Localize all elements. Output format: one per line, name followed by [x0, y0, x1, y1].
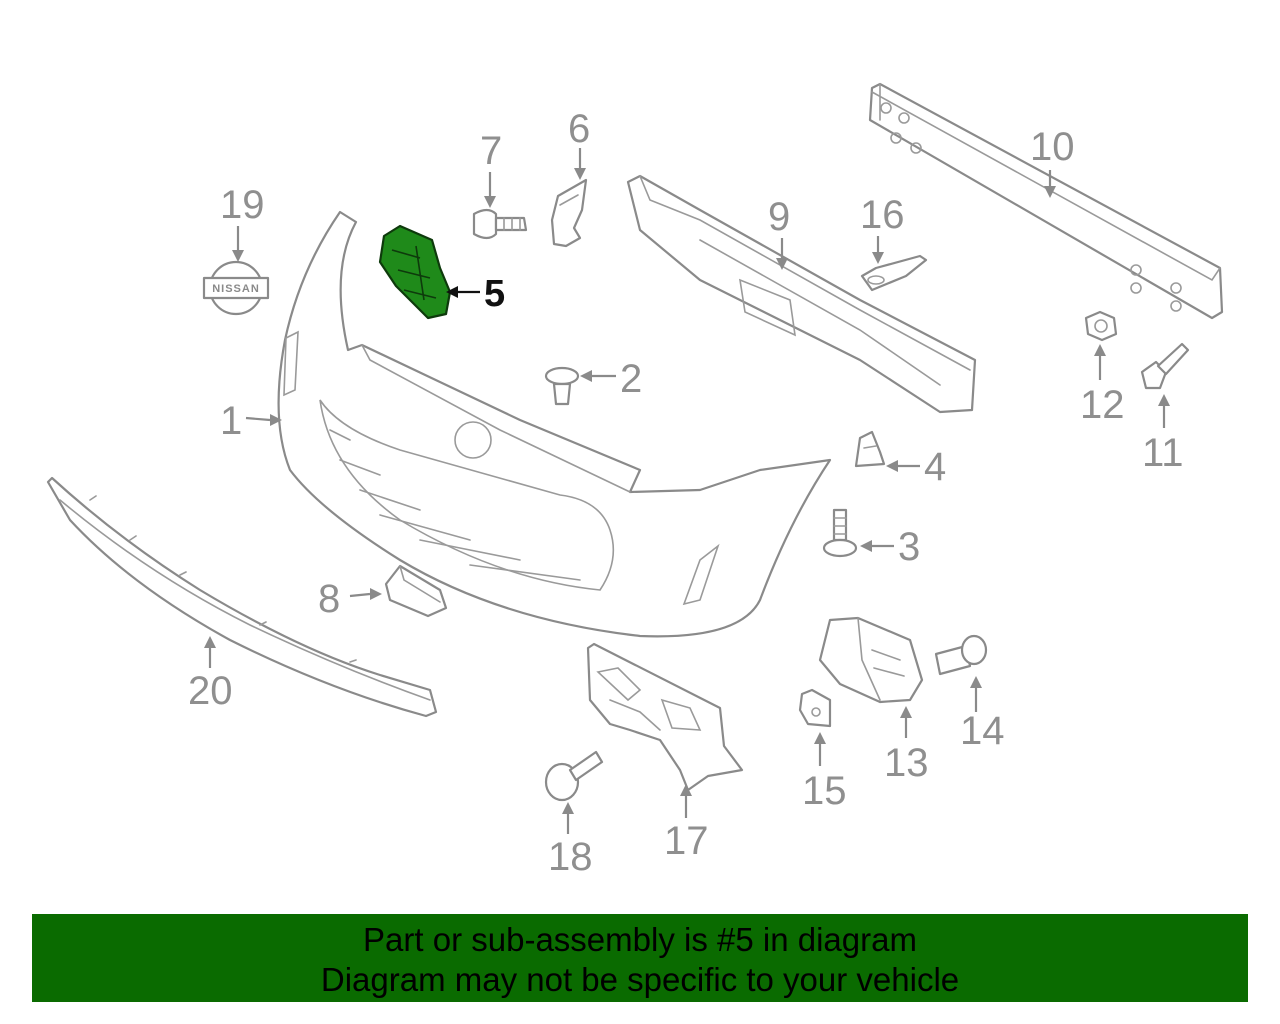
callout-5: 5: [484, 273, 505, 315]
part-20-lower-spoiler: [46, 476, 438, 718]
part-3-bolt: [822, 508, 858, 558]
callout-4: 4: [924, 445, 946, 489]
callout-14: 14: [960, 709, 1005, 753]
part-11-bolt: [1140, 342, 1190, 390]
callout-1: 1: [220, 399, 242, 443]
banner-line-part-number: Part or sub-assembly is #5 in diagram: [363, 921, 917, 958]
part-13-bracket: [818, 616, 924, 704]
part-7-bolt: [472, 208, 528, 240]
callout-19: 19: [220, 183, 265, 227]
part-14-bolt: [934, 634, 988, 676]
callout-9: 9: [768, 195, 790, 239]
callout-12: 12: [1080, 383, 1125, 427]
part-2-push-clip: [544, 366, 580, 406]
callout-7: 7: [480, 129, 502, 173]
callout-20: 20: [188, 669, 233, 713]
callout-13: 13: [884, 741, 929, 785]
part-16-clip: [860, 254, 928, 292]
info-banner: Part or sub-assembly is #5 in diagram Di…: [32, 914, 1248, 1002]
part-1-bumper-cover: [277, 210, 832, 638]
part-15-clip: [798, 688, 832, 728]
part-17-splash-shield: [586, 642, 744, 792]
callout-8: 8: [318, 577, 340, 621]
callout-10: 10: [1030, 125, 1075, 169]
callout-3: 3: [898, 525, 920, 569]
emblem-lettering: NISSAN: [212, 283, 260, 295]
part-4-nut-clip: [854, 430, 886, 468]
callout-6: 6: [568, 107, 590, 151]
leader-lines: [204, 148, 1170, 834]
part-6-bracket: [550, 178, 588, 248]
callout-16: 16: [860, 193, 905, 237]
part-10-reinforcement: [868, 82, 1224, 320]
callout-15: 15: [802, 769, 847, 813]
callout-18: 18: [548, 835, 593, 879]
part-9-absorber: [626, 174, 977, 414]
callout-11: 11: [1142, 431, 1184, 475]
callout-2: 2: [620, 357, 642, 401]
callout-labels: 19 7 6 9 10 16 5 2 12 11 1 4 3 8 20 14 1…: [188, 107, 1184, 879]
callout-17: 17: [664, 819, 709, 863]
banner-line-disclaimer: Diagram may not be specific to your vehi…: [320, 961, 960, 998]
part-12-nut: [1084, 310, 1118, 342]
part-5-bracket-highlighted: [378, 224, 452, 320]
part-18-push-pin: [544, 750, 604, 802]
part-8-bracket: [384, 564, 448, 618]
part-19-emblem: NISSAN: [202, 260, 270, 316]
